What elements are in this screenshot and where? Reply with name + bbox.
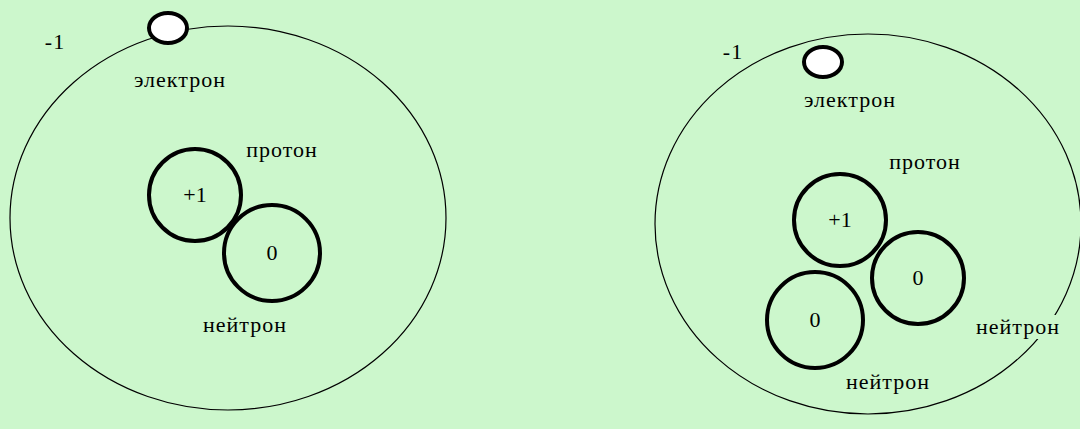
particle-label: электрон	[132, 68, 228, 92]
charge-label: -1	[721, 40, 745, 64]
orbit	[10, 26, 446, 410]
particle-label: нейтрон	[844, 370, 932, 394]
particle-label: протон	[887, 150, 963, 174]
charge-value: +1	[828, 209, 851, 231]
electron-dot	[149, 13, 187, 43]
orbit	[655, 34, 1080, 414]
charge-value: 0	[913, 267, 924, 289]
particle-label: электрон	[802, 88, 898, 112]
charge-value: 0	[267, 242, 278, 264]
electron-dot	[804, 47, 842, 77]
particle-label: нейтрон	[201, 313, 289, 337]
charge-value: 0	[810, 309, 821, 331]
neutron-circle: 0	[870, 230, 966, 326]
charge-value: +1	[183, 184, 206, 206]
neutron-circle: 0	[222, 203, 322, 303]
charge-label: -1	[43, 30, 67, 54]
neutron-circle: 0	[765, 270, 865, 370]
proton-circle: +1	[792, 172, 888, 268]
particle-label: нейтрон	[974, 315, 1062, 339]
particle-label: протон	[244, 138, 320, 162]
